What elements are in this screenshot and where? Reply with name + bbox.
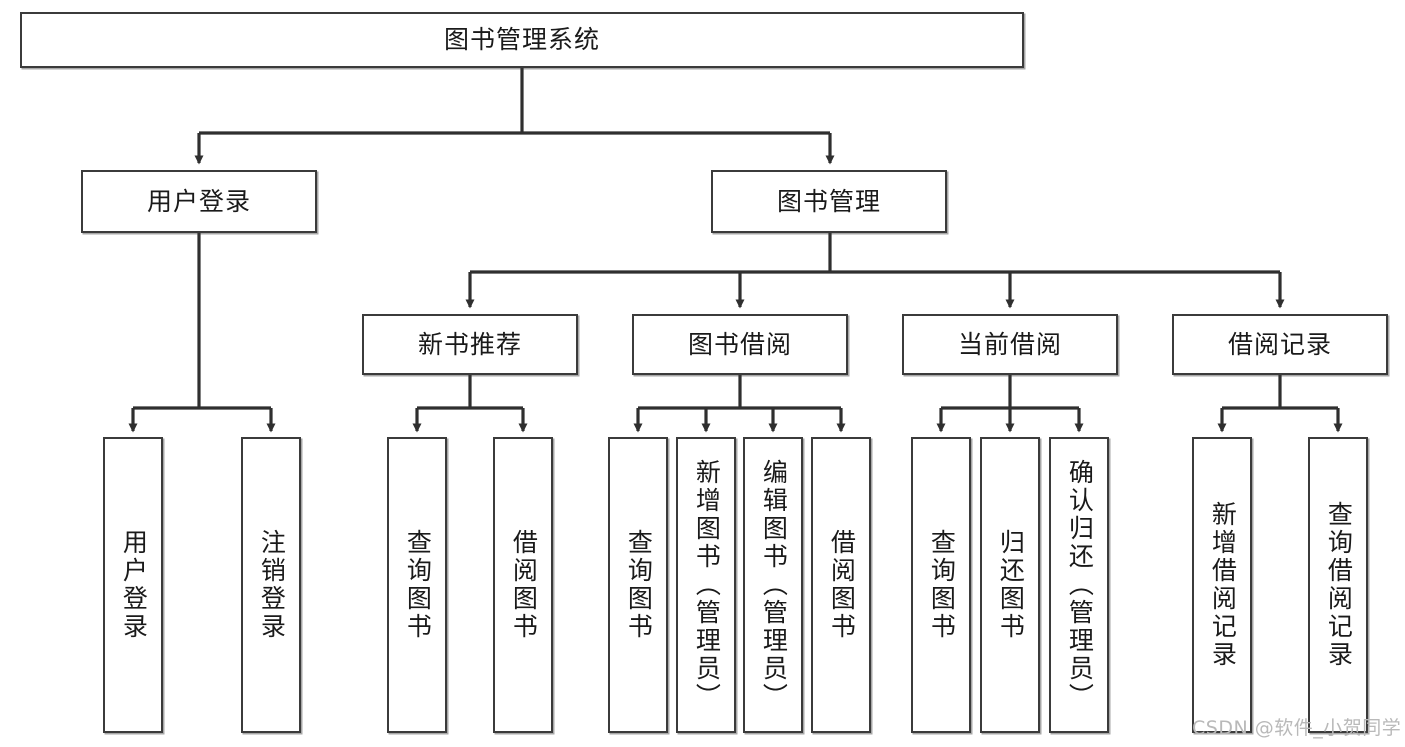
node-leaf-confirm-return[interactable]: 确认归还（管理员）	[1049, 437, 1109, 733]
node-label: 查询图书	[403, 529, 433, 641]
node-book-manage[interactable]: 图书管理	[711, 170, 947, 233]
node-label: 借阅图书	[827, 529, 857, 641]
node-root-system[interactable]: 图书管理系统	[20, 12, 1024, 68]
node-label: 确认归还（管理员）	[1065, 459, 1095, 711]
node-label: 归还图书	[996, 529, 1026, 641]
node-current-borrow[interactable]: 当前借阅	[902, 314, 1118, 375]
node-leaf-query-book-3[interactable]: 查询图书	[911, 437, 971, 733]
node-label: 用户登录	[119, 529, 149, 641]
node-leaf-add-record[interactable]: 新增借阅记录	[1192, 437, 1252, 733]
node-leaf-query-book-1[interactable]: 查询图书	[387, 437, 447, 733]
node-label: 查询图书	[624, 529, 654, 641]
node-leaf-query-book-2[interactable]: 查询图书	[608, 437, 668, 733]
node-leaf-add-book[interactable]: 新增图书（管理员）	[676, 437, 736, 733]
node-label: 新增借阅记录	[1208, 501, 1238, 669]
node-new-book-recommend[interactable]: 新书推荐	[362, 314, 578, 375]
node-label: 编辑图书（管理员）	[759, 459, 789, 711]
node-user-login[interactable]: 用户登录	[81, 170, 317, 233]
node-leaf-borrow-book-2[interactable]: 借阅图书	[811, 437, 871, 733]
node-leaf-return-book[interactable]: 归还图书	[980, 437, 1040, 733]
node-label: 查询借阅记录	[1324, 501, 1354, 669]
node-leaf-logout-login[interactable]: 注销登录	[241, 437, 301, 733]
node-book-borrow[interactable]: 图书借阅	[632, 314, 848, 375]
node-leaf-user-login[interactable]: 用户登录	[103, 437, 163, 733]
node-label: 查询图书	[927, 529, 957, 641]
node-leaf-edit-book[interactable]: 编辑图书（管理员）	[743, 437, 803, 733]
node-label: 注销登录	[257, 529, 287, 641]
node-label: 新增图书（管理员）	[692, 459, 722, 711]
csdn-watermark: CSDN @软件_小贺同学	[1192, 717, 1402, 739]
node-label: 借阅图书	[509, 529, 539, 641]
node-leaf-borrow-book-1[interactable]: 借阅图书	[493, 437, 553, 733]
node-leaf-query-record[interactable]: 查询借阅记录	[1308, 437, 1368, 733]
node-borrow-record[interactable]: 借阅记录	[1172, 314, 1388, 375]
